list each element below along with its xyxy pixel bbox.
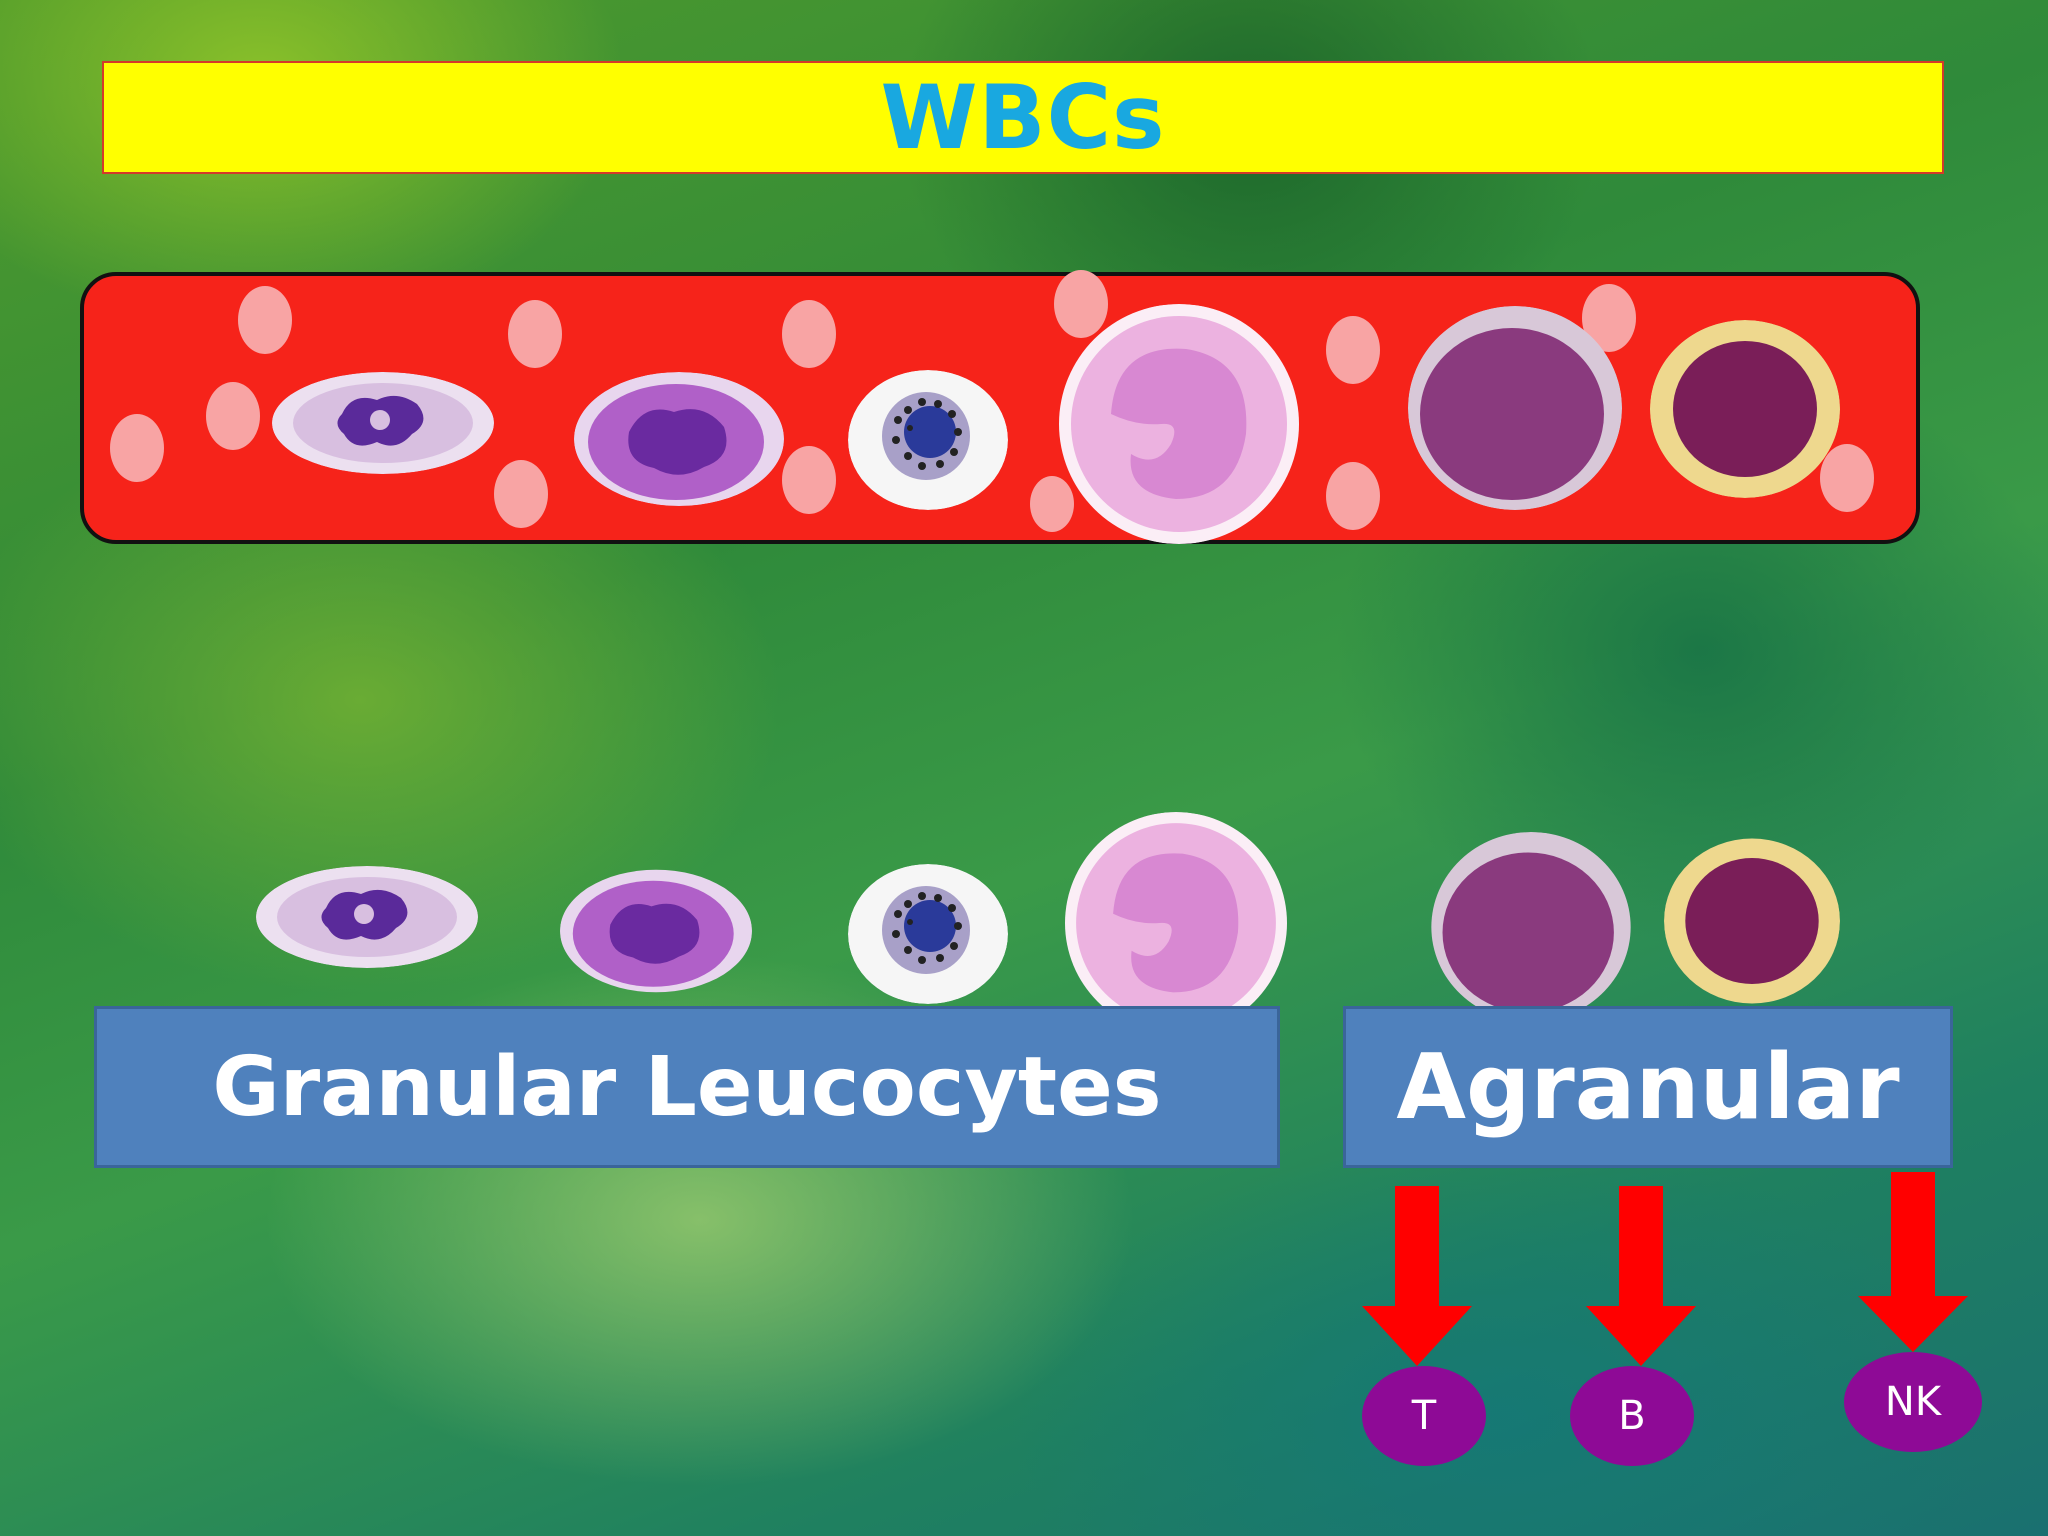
- arrow-down-icon: [1362, 1186, 1472, 1366]
- title-banner: WBCs: [102, 61, 1944, 174]
- basophil-cell-icon: [848, 370, 1008, 510]
- eosinophil-cell-icon: [560, 869, 752, 993]
- basophil-cell-icon: [848, 864, 1008, 1004]
- b-cell-label: B: [1618, 1393, 1646, 1439]
- nk-cell-node: NK: [1844, 1352, 1982, 1452]
- arrow-down-icon: [1858, 1172, 1968, 1352]
- red-blood-cell-icon: [238, 286, 292, 354]
- red-blood-cell-icon: [1326, 316, 1380, 384]
- red-blood-cell-icon: [1054, 270, 1108, 338]
- red-blood-cell-icon: [110, 414, 164, 482]
- lymphocyte-large-cell-icon: [1431, 832, 1631, 1022]
- red-blood-cell-icon: [206, 382, 260, 450]
- lymphocyte-small-cell-icon: [1664, 838, 1840, 1004]
- t-cell-node: T: [1362, 1366, 1486, 1466]
- b-cell-node: B: [1570, 1366, 1694, 1466]
- agranular-text: Agranular: [1396, 1034, 1900, 1140]
- monocyte-cell-icon: [1065, 812, 1287, 1034]
- lymphocyte-large-cell-icon: [1408, 306, 1622, 510]
- red-blood-cell-icon: [1326, 462, 1380, 530]
- red-blood-cell-icon: [494, 460, 548, 528]
- monocyte-cell-icon: [1059, 304, 1299, 544]
- t-cell-label: T: [1411, 1393, 1437, 1439]
- agranular-label: Agranular: [1343, 1006, 1953, 1168]
- red-blood-cell-icon: [782, 300, 836, 368]
- granular-leucocytes-label: Granular Leucocytes: [94, 1006, 1280, 1168]
- eosinophil-cell-icon: [574, 372, 784, 506]
- red-blood-cell-icon: [782, 446, 836, 514]
- page-title: WBCs: [880, 66, 1166, 169]
- neutrophil-cell-icon: [256, 866, 478, 968]
- lymphocyte-small-cell-icon: [1650, 320, 1840, 498]
- granular-leucocytes-text: Granular Leucocytes: [212, 1039, 1162, 1135]
- nk-cell-label: NK: [1884, 1379, 1942, 1425]
- arrow-down-icon: [1586, 1186, 1696, 1366]
- red-blood-cell-icon: [1030, 476, 1074, 532]
- red-blood-cell-icon: [1820, 444, 1874, 512]
- red-blood-cell-icon: [508, 300, 562, 368]
- neutrophil-cell-icon: [272, 372, 494, 474]
